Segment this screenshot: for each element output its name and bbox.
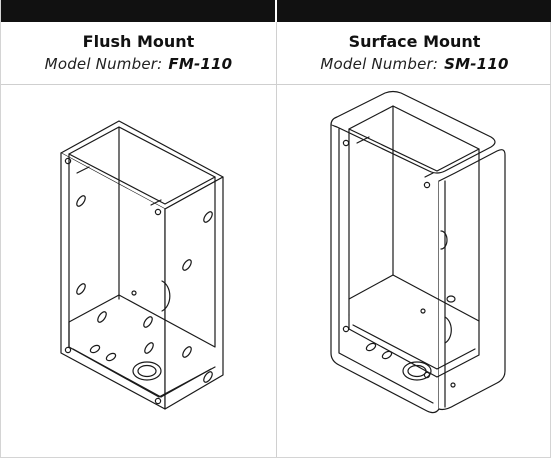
flush-mount-backbox-drawing (60, 120, 224, 410)
flush-mount-image-cell (1, 85, 276, 457)
image-row (1, 85, 551, 457)
surface-mount-model-label: Model Number: (320, 55, 439, 73)
surface-mount-model: Model Number: SM-110 (277, 55, 551, 74)
surface-mount-header: Surface Mount Model Number: SM-110 (276, 22, 551, 84)
flush-mount-model: Model Number: FM-110 (1, 55, 276, 74)
header-bar (1, 0, 551, 22)
header-bar-left (1, 0, 275, 22)
header-bar-right (277, 0, 551, 22)
surface-mount-image-cell (276, 85, 551, 457)
header-bar-gap (275, 0, 277, 22)
surface-mount-backbox-drawing (330, 90, 506, 414)
surface-mount-model-number: SM-110 (444, 55, 509, 73)
flush-mount-model-label: Model Number: (44, 55, 163, 73)
header-row: Flush Mount Model Number: FM-110 Surface … (1, 22, 551, 85)
surface-mount-title: Surface Mount (348, 32, 481, 51)
flush-mount-title: Flush Mount (82, 32, 195, 51)
flush-mount-header: Flush Mount Model Number: FM-110 (1, 22, 276, 84)
flush-mount-model-number: FM-110 (168, 55, 233, 73)
